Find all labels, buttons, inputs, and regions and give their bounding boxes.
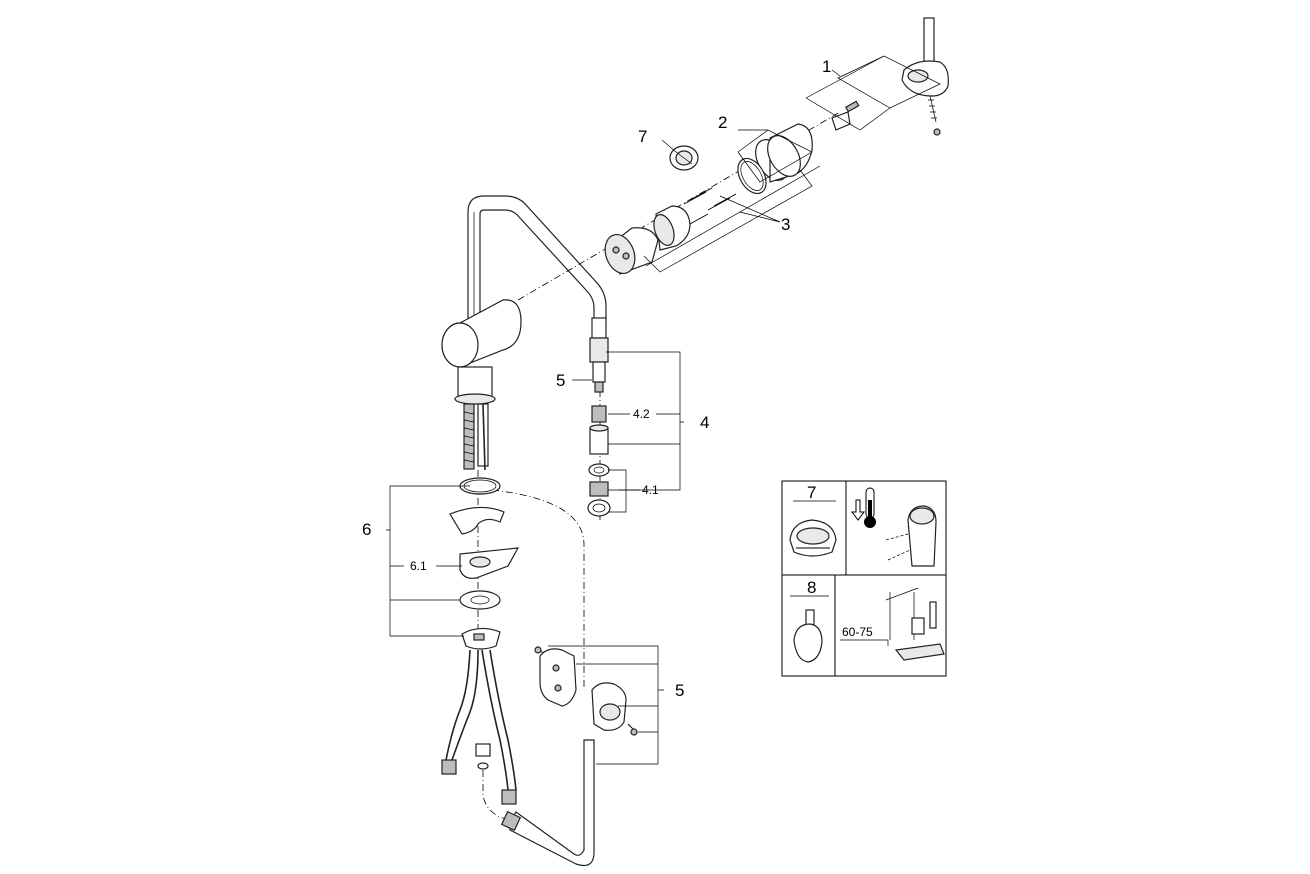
callout-2: 2	[718, 113, 727, 132]
inset-label-7: 7	[807, 483, 816, 502]
inset-label-8: 8	[807, 578, 816, 597]
mounting-clamp	[459, 547, 520, 579]
lever-handle	[901, 17, 949, 136]
aerator-sleeve	[589, 424, 609, 455]
cartridge-housing	[653, 205, 691, 251]
cartridge-cap	[755, 123, 813, 183]
callout-6-bracket	[386, 485, 470, 637]
callout-5-top: 5	[556, 371, 565, 390]
mounting-washer-upper	[449, 506, 505, 535]
callout-4: 4	[700, 413, 709, 432]
cartridge	[604, 227, 659, 275]
mounting-nut	[461, 627, 501, 650]
shank-threaded-rod	[463, 403, 489, 471]
callout-2-bracket	[737, 129, 813, 183]
callout-6: 6	[362, 520, 371, 539]
axis-line-hose-route	[491, 489, 585, 690]
aerator-ring	[587, 499, 611, 517]
callout-6-1: 6.1	[410, 559, 427, 573]
seal-ring	[737, 157, 767, 195]
callout-4-bracket	[606, 351, 684, 491]
cartridge-screws	[683, 187, 737, 225]
callout-4-1-bracket	[608, 469, 640, 513]
guide-holder	[591, 682, 627, 731]
spout-hose-connector	[589, 317, 609, 393]
callout-1: 1	[822, 57, 831, 76]
inset-dimension-label: 60-75	[842, 625, 873, 639]
callout-5-bracket-bottom	[548, 645, 664, 765]
guide-plate	[539, 648, 577, 707]
inset-handle-icon	[793, 609, 823, 663]
temperature-limiter-part	[669, 145, 699, 171]
pull-out-hose	[500, 739, 595, 867]
callout-4-2: 4.2	[633, 407, 650, 421]
aerator-screen	[591, 405, 607, 423]
inset-temperature-limiter-icon	[789, 519, 837, 557]
aerator-insert	[589, 481, 609, 497]
callout-3-bracket	[643, 165, 821, 273]
callout-5-bottom: 5	[675, 681, 684, 700]
inset-handle-angle-icon	[885, 505, 937, 567]
aerator-washer	[588, 463, 610, 477]
callout-7: 7	[638, 127, 647, 146]
faucet-body	[441, 299, 522, 405]
callout-7-leader	[661, 139, 677, 153]
handle-screw	[831, 100, 860, 131]
supply-hoses	[441, 649, 517, 805]
callout-4-1: 4.1	[642, 483, 659, 497]
callout-3: 3	[781, 215, 790, 234]
screw-lower	[627, 723, 638, 736]
callout-1-bracket	[805, 55, 941, 131]
mounting-washer-lower	[459, 590, 501, 610]
inset-thermometer-icon	[851, 487, 876, 528]
inset-installation-height-icon	[840, 587, 945, 661]
